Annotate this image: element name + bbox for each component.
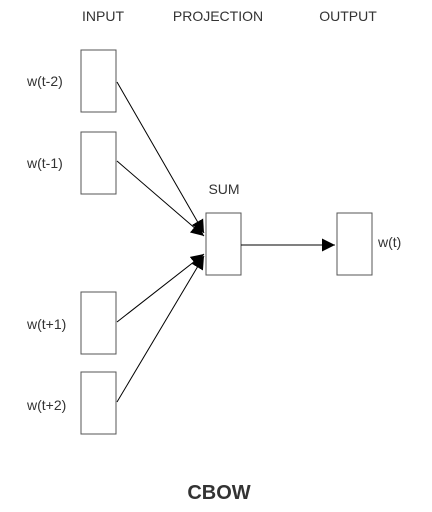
- diagram-caption: CBOW: [187, 482, 250, 504]
- arrow-t-plus-2-to-sum: [116, 255, 205, 403]
- arrow-t-minus-2-to-sum: [116, 81, 205, 234]
- arrow-t-plus-1-to-sum: [116, 253, 205, 323]
- input-label-t-plus-2: w(t+2): [26, 397, 66, 413]
- input-box-t-plus-1: [80, 291, 117, 355]
- input-box-t-plus-2: [80, 371, 117, 435]
- input-label-t-minus-1: w(t-1): [26, 155, 63, 171]
- input-label-t-plus-1: w(t+1): [26, 316, 66, 332]
- header-projection: PROJECTION: [173, 8, 263, 24]
- output-box: [336, 212, 373, 276]
- header-output: OUTPUT: [319, 8, 377, 24]
- input-box-t-minus-1: [80, 131, 117, 195]
- projection-label: SUM: [208, 181, 239, 197]
- arrow-t-minus-1-to-sum: [116, 160, 205, 237]
- output-label: w(t): [377, 234, 401, 250]
- header-input: INPUT: [82, 8, 124, 24]
- projection-box: [205, 212, 242, 276]
- input-label-t-minus-2: w(t-2): [26, 73, 63, 89]
- input-box-t-minus-2: [80, 49, 117, 113]
